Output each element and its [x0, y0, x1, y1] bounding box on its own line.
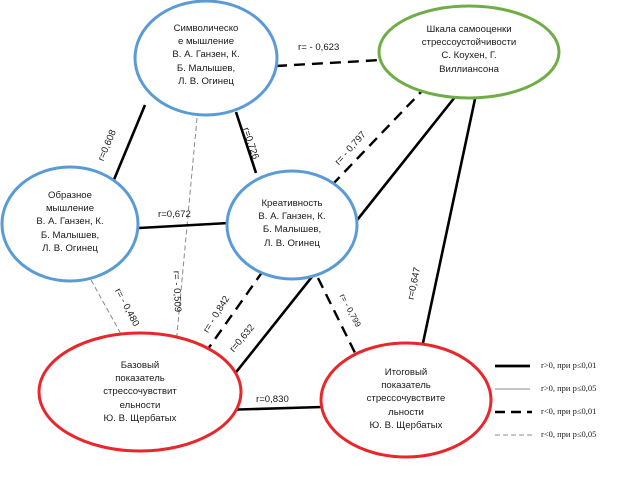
node-final-line: Ю. В. Щербатых — [369, 419, 443, 431]
node-stress: Шкала самооценки стрессоустойчивости С. … — [399, 23, 539, 76]
node-symbolic: Символическо е мышление В. А. Ганзен, К.… — [146, 22, 266, 88]
node-stress-line: С. Коухен, Г. — [441, 50, 497, 62]
node-base-shape — [37, 331, 243, 453]
legend-label-weak-negative: r<0, при p≤0,05 — [541, 429, 597, 439]
node-stress-shape — [377, 4, 561, 100]
edge-label-symbolic-base: r= - 0,509 — [170, 270, 183, 313]
edge-label-base-final: r=0,830 — [256, 394, 289, 405]
node-creativity-shape — [225, 169, 359, 281]
edge-symbolic-creativity — [234, 111, 258, 174]
node-symbolic-line: В. А. Ганзен, К. — [172, 49, 240, 61]
node-creativity-line: Б. Малышев, — [262, 224, 322, 236]
node-creativity: Креативность В. А. Ганзен, К. Б. Малышев… — [232, 197, 352, 250]
edge-label-symbolic-stress: r= - 0,623 — [298, 42, 340, 53]
node-creativity-line: В. А. Ганзен, К. — [258, 211, 326, 223]
legend-label-weak-positive: r>0, при p≤0,05 — [541, 383, 597, 393]
node-figurative-line: мышление — [45, 203, 95, 215]
edge-base-final — [221, 405, 323, 412]
edge-label-figurative-creativity: r=0,672 — [158, 209, 191, 220]
node-base: Базовый показатель стрессочувствит ельно… — [70, 359, 210, 425]
node-base-line: ельности — [119, 399, 161, 411]
node-base-line: Базовый — [120, 360, 160, 371]
edge-creativity-final — [316, 277, 362, 364]
legend-samples — [495, 364, 532, 436]
edge-symbolic-stress — [275, 58, 382, 68]
nodes — [0, 0, 561, 459]
node-symbolic-line: Б. Малышев, — [176, 62, 236, 74]
edge-figurative-creativity — [138, 221, 230, 230]
node-final-shape — [319, 341, 493, 459]
node-final-line: льности — [388, 406, 424, 418]
node-stress-line: стрессоустойчивости — [421, 37, 517, 49]
legend-label-strong-positive: r>0, при p≤0,01 — [541, 360, 597, 370]
edge-symbolic-figurative — [111, 104, 147, 183]
node-stress-line: Шкала самооценки — [426, 24, 512, 35]
node-symbolic-line: Символическо — [173, 23, 239, 34]
node-creativity-line: Креативность — [261, 198, 323, 209]
node-creativity-line: Л. В. Огинец — [264, 237, 320, 249]
node-final: Итоговый показатель стрессочувствите льн… — [336, 366, 476, 432]
node-figurative: Образное мышление В. А. Ганзен, К. Б. Ма… — [10, 189, 130, 255]
node-stress-line: Виллиансона — [439, 63, 499, 75]
node-final-line: стрессочувствите — [366, 393, 446, 405]
edge-symbolic-base — [175, 117, 198, 346]
node-symbolic-shape — [133, 0, 279, 117]
edge-creativity-stress — [331, 91, 422, 186]
node-symbolic-line: Л. В. Огинец — [178, 75, 234, 87]
node-final-line: Итоговый — [384, 367, 428, 378]
node-figurative-line: Л. В. Огинец — [42, 242, 98, 254]
node-figurative-line: Б. Малышев, — [40, 229, 100, 241]
node-final-line: показатель — [381, 380, 431, 392]
node-figurative-line: В. А. Ганзен, К. — [36, 216, 104, 228]
edge-stress-final — [421, 98, 477, 344]
node-base-line: стрессочувствит — [103, 386, 177, 398]
node-figurative-line: Образное — [48, 190, 92, 201]
node-base-line: показатель — [115, 373, 165, 385]
node-figurative-shape — [0, 165, 140, 283]
node-base-line: Ю. В. Щербатых — [103, 412, 177, 424]
edge-figurative-base — [90, 279, 122, 335]
legend-label-strong-negative: r<0, при p≤0,01 — [541, 406, 597, 416]
node-symbolic-line: е мышление — [177, 36, 235, 48]
